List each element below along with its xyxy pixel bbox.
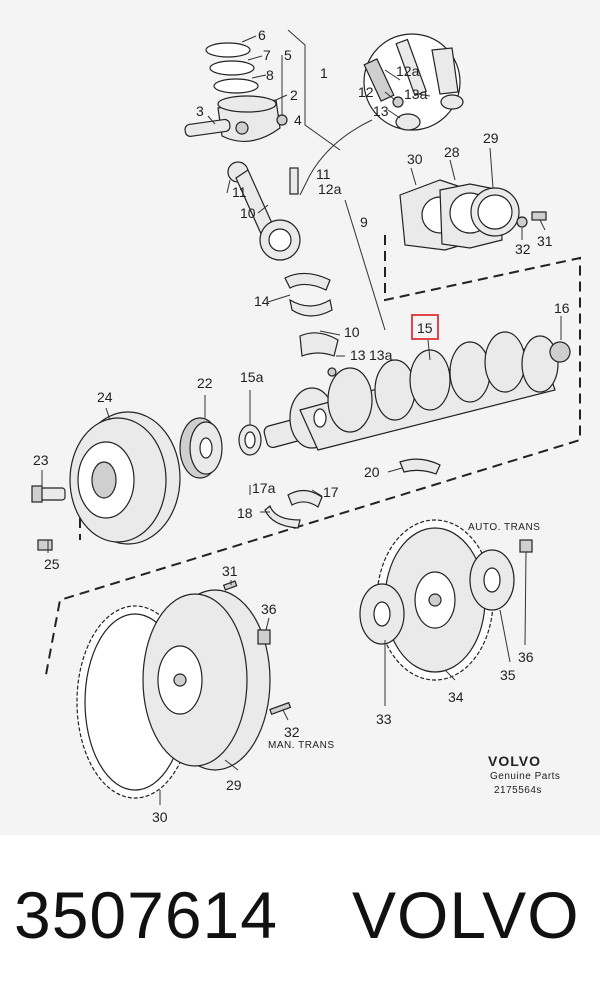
callout-28: 32 [515,241,531,257]
callout-29: 29 [226,777,242,793]
piston-pin [184,118,231,137]
circlip [276,114,288,126]
crankshaft [263,331,571,451]
callout-10-top: 10 [240,205,256,221]
auto-trans-label: AUTO. TRANS [468,522,540,533]
washer-bolt [37,539,53,551]
callout-23: 25 [44,556,60,572]
callout-33: 33 [376,711,392,727]
callout-31: 31 [222,563,238,579]
part-number: 3507614 [14,878,278,952]
callout-36-right: 36 [518,649,534,665]
callout-16: 16 [554,300,570,316]
connecting-rod [227,161,301,261]
callout-14: 14 [254,293,270,309]
callout-3: 3 [196,103,204,119]
highlight-box [411,314,439,340]
rear-seal-housing [399,179,547,251]
rod-cap [299,332,339,377]
callout-12a-detail: 12a [396,63,420,79]
callout-12: 11 [316,166,331,182]
callout-labels: 6 7 8 5 1 2 3 4 12a 12 13a 13 11 11 12a … [33,27,570,825]
callout-27: 31 [537,233,553,249]
callout-5: 5 [284,47,292,63]
callout-2: 2 [290,87,298,103]
callout-8: 8 [266,67,274,83]
callout-13a: 13a [369,347,393,363]
callout-12-detail: 12 [358,84,374,100]
volvo-logo-text: VOLVO [488,753,541,769]
front-seal [238,424,262,456]
callout-34: 34 [448,689,464,705]
callout-35: 35 [500,667,516,683]
callout-7: 7 [263,47,271,63]
callout-6: 6 [258,27,266,43]
exploded-view-drawing: 6 7 8 5 1 2 3 4 12a 12 13a 13 11 11 12a … [31,27,581,825]
callout-21: 23 [33,452,49,468]
callout-13: 13 [350,347,366,363]
callout-24: 28 [444,144,460,160]
detail-callout-circle [299,33,464,196]
brand-name: VOLVO [352,878,580,952]
drive-plate-front [359,583,405,645]
pulley-bolt [31,485,66,503]
man-trans-label: MAN. TRANS [268,740,335,751]
leader-lines [41,29,562,805]
callout-4: 4 [294,112,302,128]
crank-sprocket [179,417,223,479]
callout-25: 29 [483,130,499,146]
callout-26: 30 [407,151,423,167]
callout-36-left: 36 [261,601,277,617]
callout-32: 32 [284,724,300,740]
callout-11: 11 [232,184,247,200]
piston-rings [205,42,259,94]
flywheel-pins [222,580,292,716]
callout-22: 24 [97,389,113,405]
callout-9: 9 [360,214,368,230]
callout-15-highlighted: 15 [417,320,433,336]
callout-17a: 17a [252,480,276,496]
callout-20: 22 [197,375,213,391]
callout-15a: 15a [240,369,264,385]
piston [217,95,281,142]
rod-bearing-shells [284,272,333,317]
crank-group-frame [44,235,581,681]
callout-18: 18 [237,505,253,521]
crank-pulley [69,411,181,545]
main-bearing-shells [264,458,441,529]
callout-19: 20 [364,464,380,480]
callout-13-detail: 13 [373,103,389,119]
callout-17: 17 [323,484,339,500]
product-footer [0,835,600,1003]
callout-13a-detail: 13a [404,86,428,102]
callout-10: 10 [344,324,360,340]
flywheel-manual [142,589,271,771]
callout-12a: 12a [318,181,342,197]
parts-diagram: 6 7 8 5 1 2 3 4 12a 12 13a 13 11 11 12a … [0,0,600,835]
callout-1: 1 [320,65,328,81]
genuine-parts-text: Genuine Parts [490,771,560,782]
callout-30: 30 [152,809,168,825]
drawing-number: 2175564s [494,785,542,796]
